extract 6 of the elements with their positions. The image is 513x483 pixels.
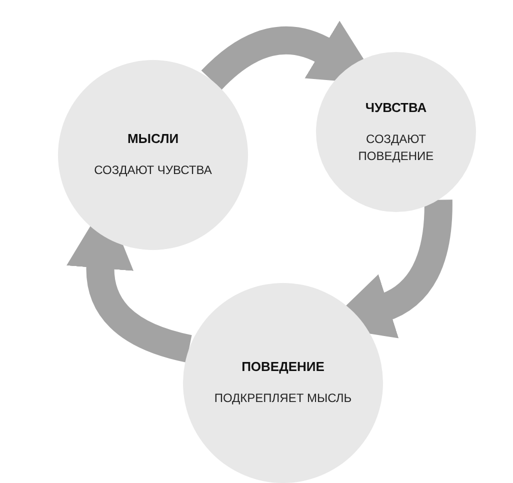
node-text: СОЗДАЮТ ПОВЕДЕНИЕ [357, 130, 435, 164]
node-text: ПОДКРЕПЛЯЕТ МЫСЛЬ [214, 390, 352, 407]
node-title: МЫСЛИ [127, 131, 179, 146]
node-title: ПОВЕДЕНИЕ [242, 359, 324, 374]
node-text: СОЗДАЮТ ЧУВСТВА [94, 162, 212, 179]
node-title: ЧУВСТВА [365, 100, 427, 115]
